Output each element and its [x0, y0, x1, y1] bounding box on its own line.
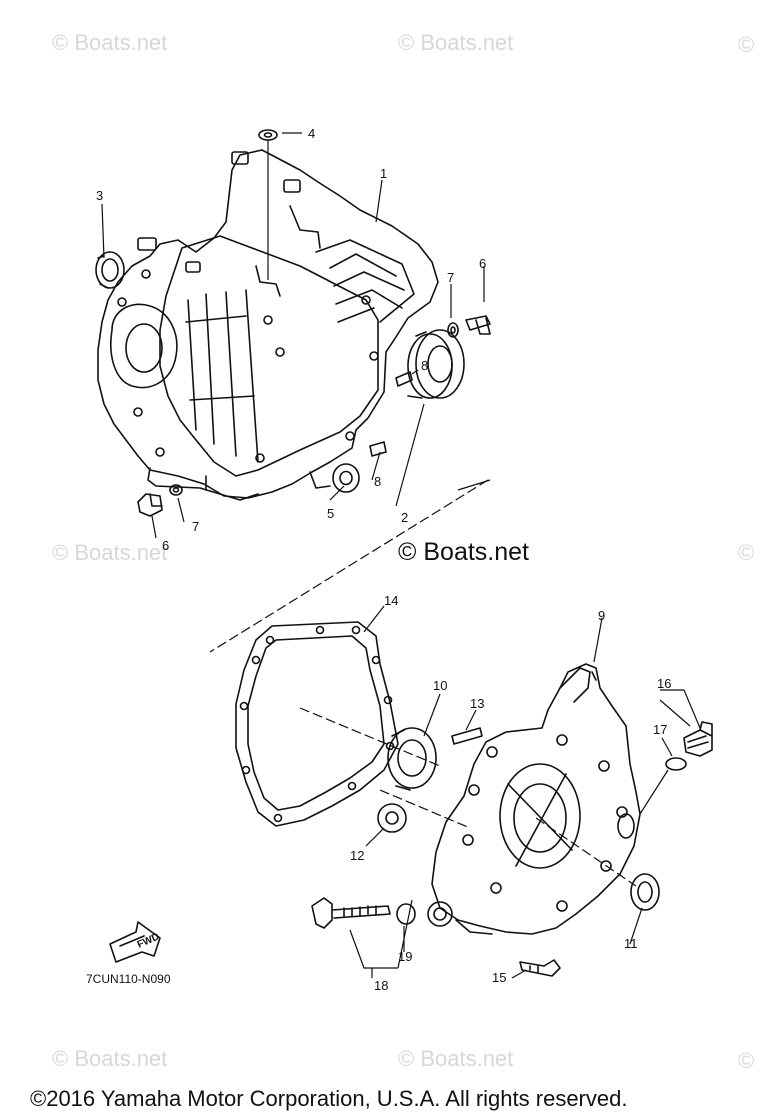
callout-10: 10: [433, 678, 447, 693]
callout-1: 1: [380, 166, 387, 181]
callout-15: 15: [492, 970, 506, 985]
callout-11: 11: [624, 936, 638, 951]
callout-9: 9: [598, 608, 605, 623]
callout-6: 6: [479, 256, 486, 271]
center-watermark: © Boats.net: [398, 538, 529, 566]
watermark: © Boats.net: [52, 1046, 168, 1071]
callout-7: 7: [447, 270, 454, 285]
callout-12: 12: [350, 848, 364, 863]
callout-17: 17: [653, 722, 667, 737]
watermark: © Boats.net: [398, 30, 514, 55]
watermark: © Boats.net: [52, 540, 168, 565]
watermark: ©: [738, 32, 755, 57]
callout-7: 7: [192, 519, 199, 534]
callout-8: 8: [374, 474, 381, 489]
callout-3: 3: [96, 188, 103, 203]
watermark: © Boats.net: [52, 30, 168, 55]
crankcase-drawing: [97, 149, 439, 501]
crankcase-cover-drawing: [427, 663, 641, 935]
callout-16: 16: [657, 676, 671, 691]
callout-6: 6: [162, 538, 169, 553]
callout-13: 13: [470, 696, 484, 711]
callout-8: 8: [421, 358, 428, 373]
callout-18: 18: [374, 978, 388, 993]
callout-5: 5: [327, 506, 334, 521]
copyright-notice: ©2016 Yamaha Motor Corporation, U.S.A. A…: [30, 1086, 628, 1111]
watermark: ©: [738, 540, 755, 565]
watermark: ©: [738, 1048, 755, 1073]
watermark: © Boats.net: [398, 1046, 514, 1071]
callout-14: 14: [384, 593, 398, 608]
diagram-code: 7CUN110-N090: [86, 972, 171, 986]
callout-4: 4: [308, 126, 315, 141]
callout-19: 19: [398, 949, 412, 964]
callout-2: 2: [401, 510, 408, 525]
